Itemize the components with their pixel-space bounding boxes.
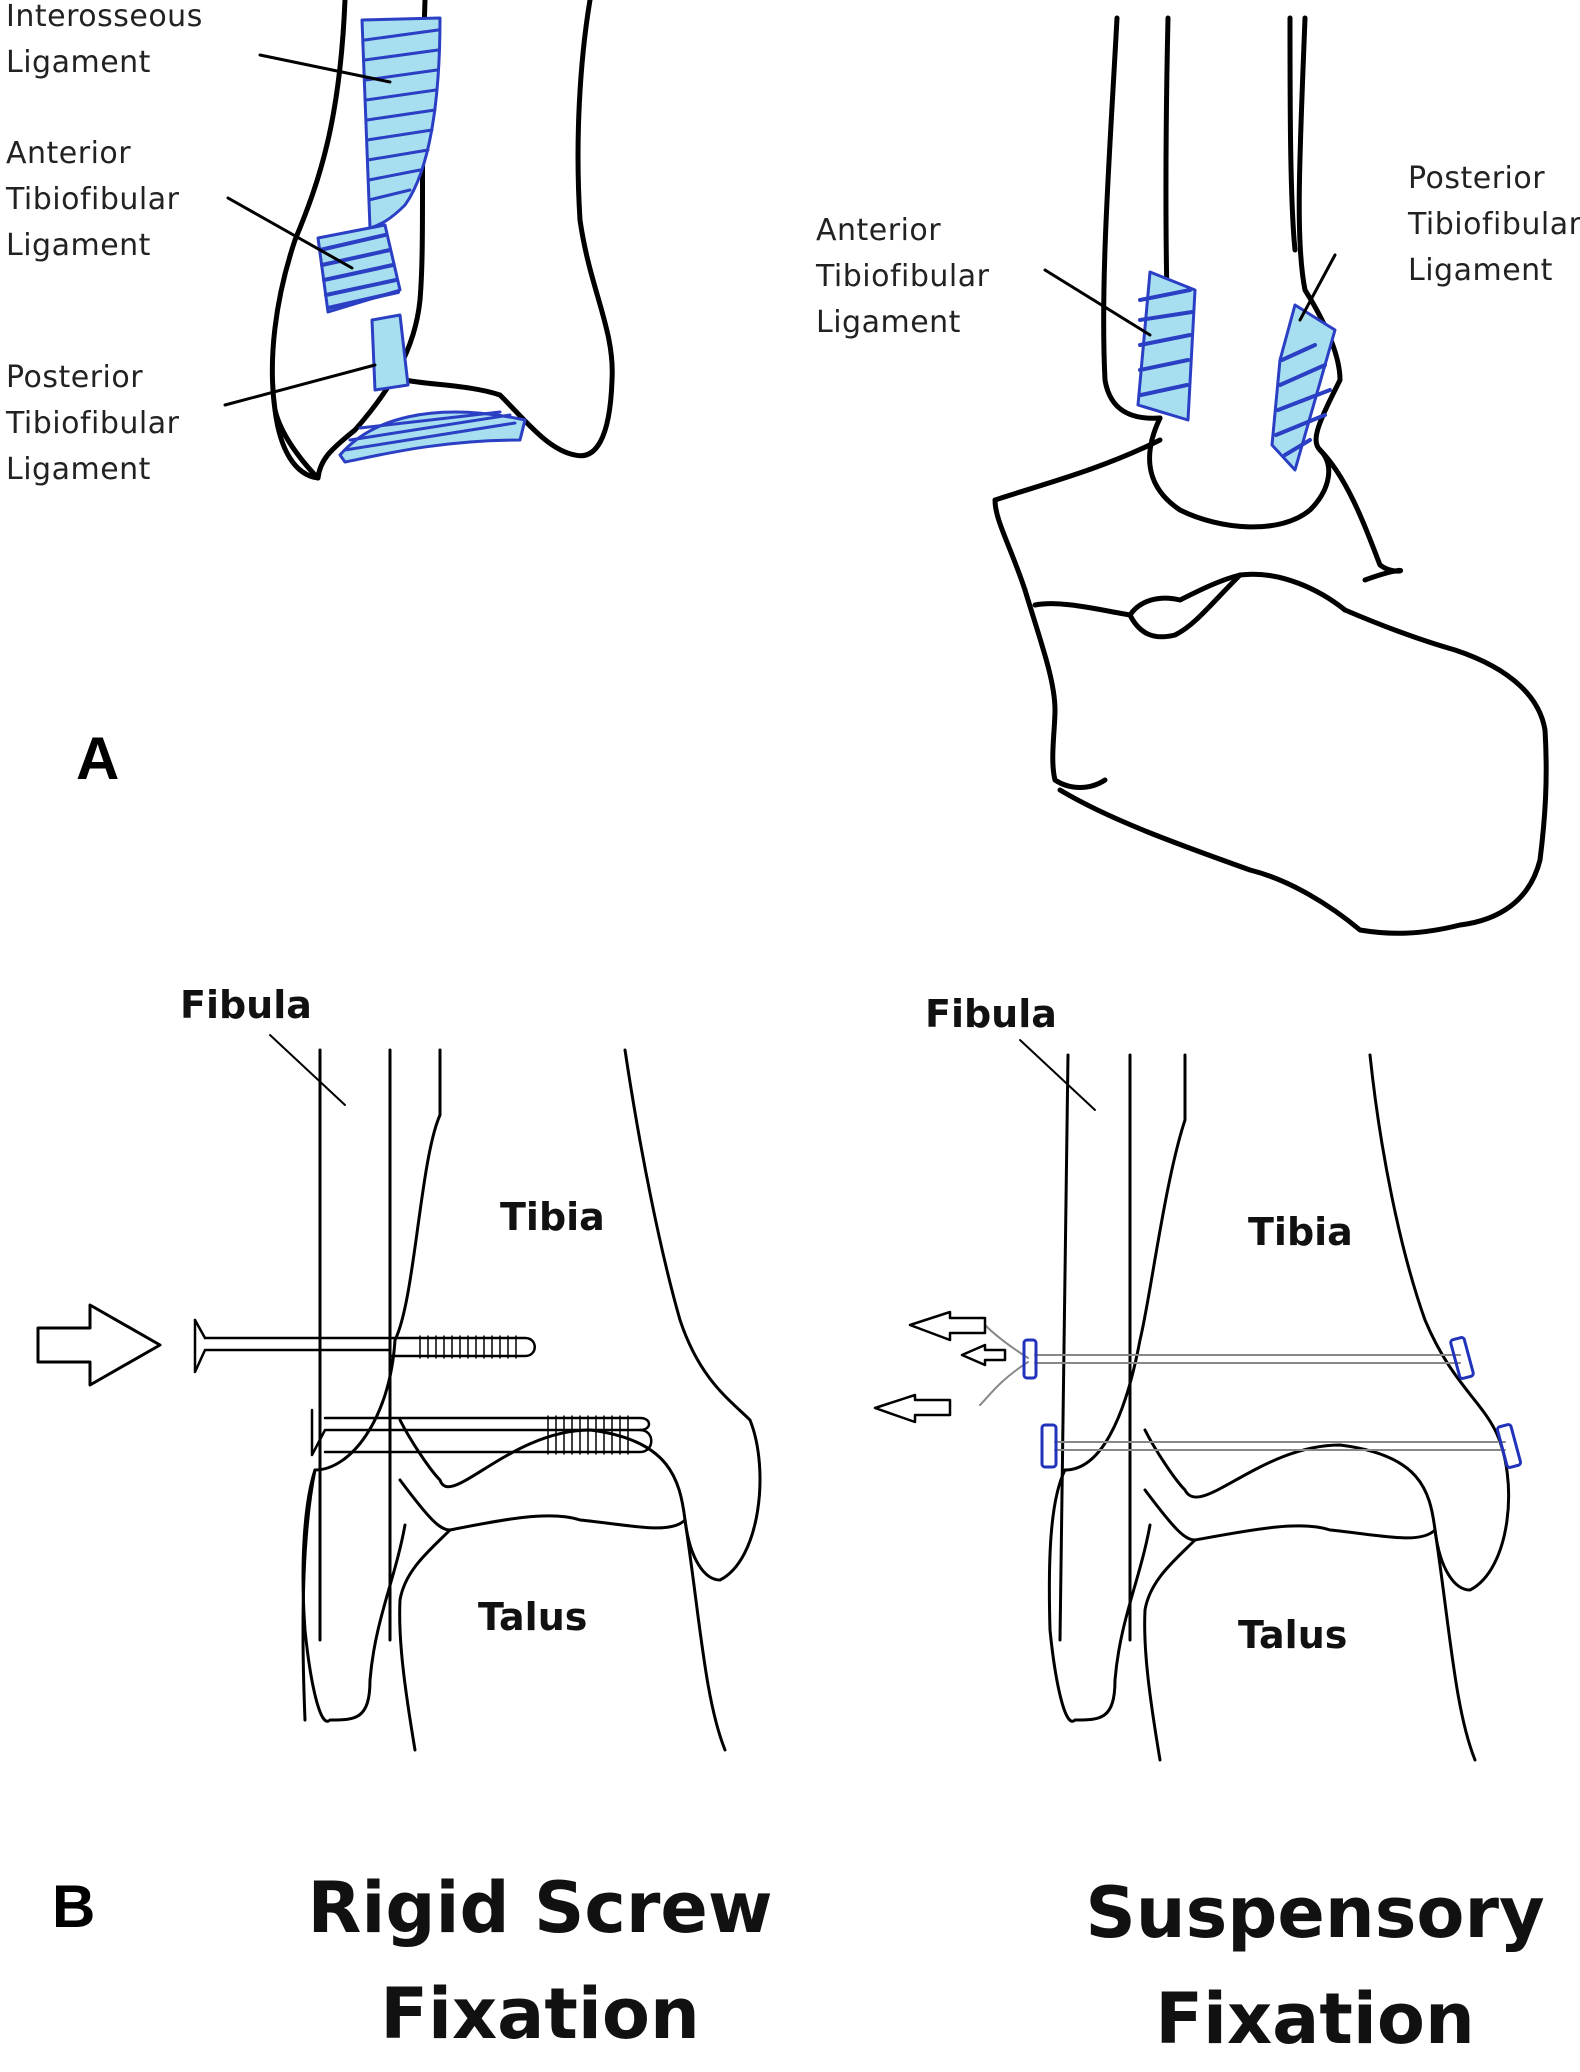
anterior-tibiofibular-ligament-label-left: Anterior Tibiofibular Ligament bbox=[6, 131, 179, 269]
panel-b-right-bones bbox=[1047, 1053, 1511, 1762]
panel-a-right-ligaments bbox=[1136, 270, 1337, 472]
panel-b-right-pull-arrows bbox=[873, 1310, 1007, 1424]
panel-b-left-bones bbox=[301, 1048, 762, 1752]
label-line: Tibiofibular bbox=[816, 259, 990, 294]
caption-line: Rigid Screw bbox=[307, 1867, 773, 1949]
rigid-screw-fixation-caption: Rigid Screw Fixation bbox=[280, 1855, 800, 2067]
caption-line: Suspensory bbox=[1085, 1872, 1545, 1954]
suspensory-fixation-caption: Suspensory Fixation bbox=[1055, 1860, 1575, 2072]
panel-a-left-leader-lines bbox=[223, 53, 392, 407]
caption-line: Fixation bbox=[1155, 1978, 1475, 2060]
label-line: Ligament bbox=[816, 305, 961, 340]
panel-a-left-bones bbox=[269, 0, 615, 481]
talus-label-left: Talus bbox=[478, 1595, 588, 1639]
label-line: Ligament bbox=[6, 228, 151, 263]
label-line: Tibiofibular bbox=[6, 182, 180, 217]
label-line: Tibiofibular bbox=[6, 406, 180, 441]
panel-b-right-fibula-leader bbox=[1019, 1039, 1096, 1111]
label-line: Anterior bbox=[6, 136, 132, 171]
talus-label-right: Talus bbox=[1238, 1613, 1348, 1657]
interosseous-ligament-label: Interosseous Ligament bbox=[6, 0, 203, 86]
panel-b-right-buttons bbox=[1022, 1336, 1523, 1469]
panel-a-right-bones bbox=[992, 15, 1549, 936]
fibula-label-right: Fibula bbox=[925, 992, 1057, 1036]
panel-a-left-ligaments bbox=[316, 16, 527, 464]
label-line: Ligament bbox=[1408, 253, 1553, 288]
panel-b-left-fibula-leader bbox=[269, 1034, 346, 1106]
caption-line: Fixation bbox=[380, 1973, 700, 2055]
panel-b-letter: B bbox=[52, 1873, 96, 1940]
panel-a-right-leader-lines bbox=[1043, 253, 1337, 337]
label-line: Interosseous bbox=[6, 0, 203, 34]
panel-b-left-screws bbox=[193, 1318, 653, 1457]
label-line: Posterior bbox=[1408, 161, 1546, 196]
anterior-tibiofibular-ligament-label-right: Anterior Tibiofibular Ligament bbox=[816, 208, 989, 346]
panel-b-left-arrow bbox=[36, 1303, 162, 1387]
panel-a-letter: A bbox=[76, 725, 120, 792]
label-line: Ligament bbox=[6, 45, 151, 80]
posterior-tibiofibular-ligament-label-right: Posterior Tibiofibular Ligament bbox=[1408, 156, 1580, 294]
posterior-tibiofibular-ligament-label-left: Posterior Tibiofibular Ligament bbox=[6, 355, 179, 493]
label-line: Posterior bbox=[6, 360, 144, 395]
label-line: Ligament bbox=[6, 452, 151, 487]
label-line: Tibiofibular bbox=[1408, 207, 1580, 242]
tibia-label-left: Tibia bbox=[500, 1195, 605, 1239]
label-line: Anterior bbox=[816, 213, 942, 248]
panel-b-right-sutures bbox=[979, 1324, 1506, 1451]
fibula-label-left: Fibula bbox=[180, 983, 312, 1027]
tibia-label-right: Tibia bbox=[1248, 1210, 1353, 1254]
